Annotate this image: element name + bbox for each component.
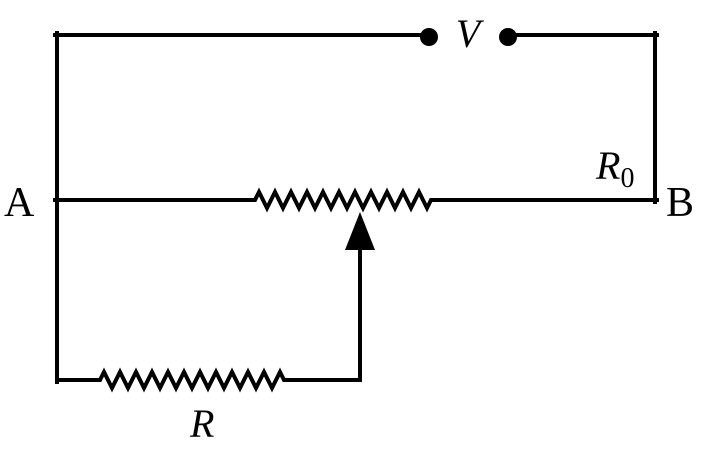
node-b-label: B: [666, 180, 694, 226]
wiper-arrowhead: [345, 212, 375, 250]
voltmeter-terminal-dot-right: [499, 28, 517, 46]
resistor-r0-label: R0: [595, 143, 634, 194]
resistor-r-label: R: [189, 401, 214, 446]
wire-bottom-with-resistor: [55, 367, 362, 393]
voltmeter-terminal-dot-left: [420, 28, 438, 46]
wire-middle-with-potentiometer: [53, 187, 659, 213]
resistor-r0-base: R: [595, 143, 620, 188]
node-a-label: A: [4, 180, 35, 226]
resistor-r0-subscript: 0: [620, 163, 634, 194]
voltmeter-label: V: [456, 11, 485, 56]
